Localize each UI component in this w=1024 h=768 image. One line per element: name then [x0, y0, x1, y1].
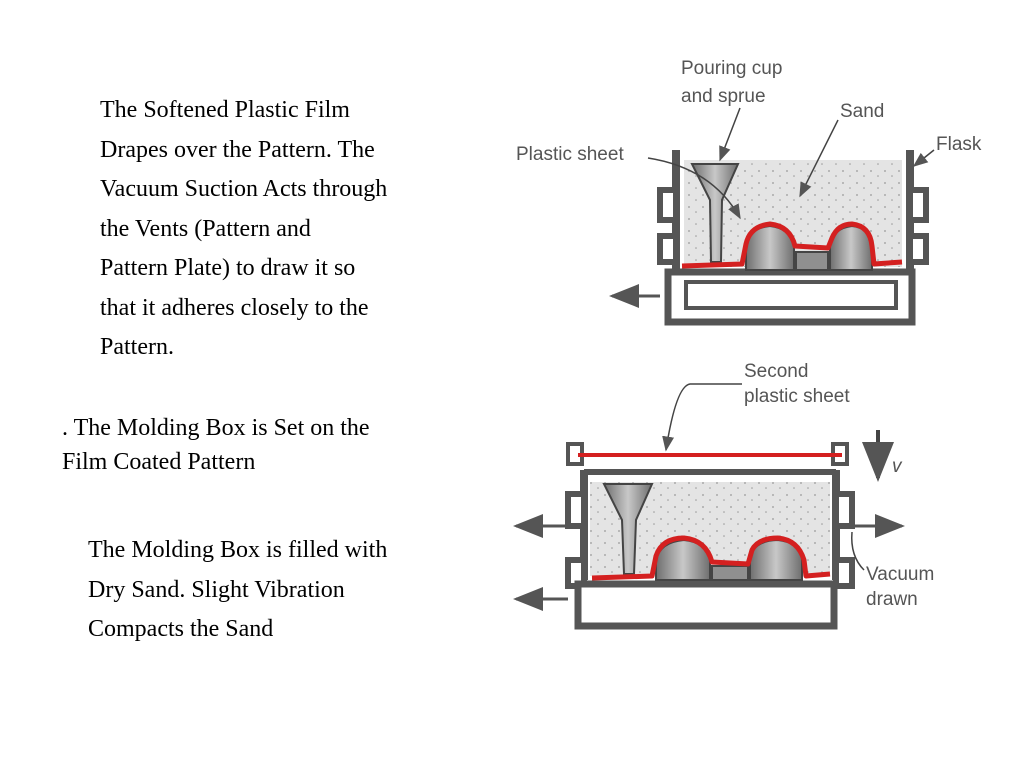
label-velocity: v — [892, 456, 903, 477]
text-line: Pattern Plate) to draw it so — [100, 255, 356, 281]
label-pouring-cup: Pouring cup — [681, 58, 782, 79]
plate-chamber — [684, 280, 898, 310]
label-plastic-sheet: Plastic sheet — [516, 144, 624, 165]
label-vacuum-drawn: drawn — [866, 589, 918, 610]
pointer-line — [719, 107, 741, 162]
paragraph-sand-fill: The Molding Box is filled with Dry Sand.… — [88, 531, 387, 650]
text-line: Compacts the Sand — [88, 616, 274, 642]
text-line: The Molding Box is filled with — [88, 537, 388, 563]
paragraph-film-drape: The Softened Plastic Film Drapes over th… — [100, 91, 387, 368]
paragraph-molding-box-set: . The Molding Box is Set on the Film Coa… — [62, 411, 370, 479]
text-line: The Softened Plastic Film — [100, 97, 350, 123]
pointer-line — [647, 157, 741, 220]
label-vacuum: Vacuum — [866, 564, 934, 585]
label-second-sheet: Second — [744, 361, 808, 382]
pointer-line — [799, 119, 839, 198]
flask-flanges — [657, 187, 929, 265]
pattern-middle — [795, 251, 829, 271]
text-line: Drapes over the Pattern. The — [100, 136, 375, 163]
text-line: Pattern. — [100, 334, 174, 360]
text-line: the Vents (Pattern and — [100, 215, 311, 242]
pattern-plate — [574, 580, 838, 630]
label-flask: Flask — [936, 134, 982, 155]
label-sprue: and sprue — [681, 86, 766, 107]
sprue-icon — [602, 483, 654, 575]
pointer-line — [662, 383, 742, 452]
plastic-film — [681, 221, 903, 269]
text-line: Dry Sand. Slight Vibration — [88, 576, 345, 603]
text-line: . The Molding Box is Set on the — [62, 415, 370, 441]
text-line: that it adheres closely to the — [100, 294, 369, 321]
pointer-line — [851, 531, 865, 571]
plastic-film — [591, 535, 831, 581]
sprue-icon — [690, 163, 740, 263]
top-mold-assembly — [609, 150, 929, 326]
label-sand: Sand — [840, 101, 884, 122]
bottom-mold-assembly — [513, 430, 905, 630]
label-second-sheet-2: plastic sheet — [744, 386, 850, 407]
vacuum-molding-diagram: Pouring cup and sprue Sand Plastic sheet… — [513, 58, 982, 630]
pattern-middle — [711, 565, 749, 581]
text-line: Film Coated Pattern — [62, 449, 256, 475]
pointer-line — [912, 149, 935, 167]
text-line: Vacuum Suction Acts through — [100, 176, 388, 202]
